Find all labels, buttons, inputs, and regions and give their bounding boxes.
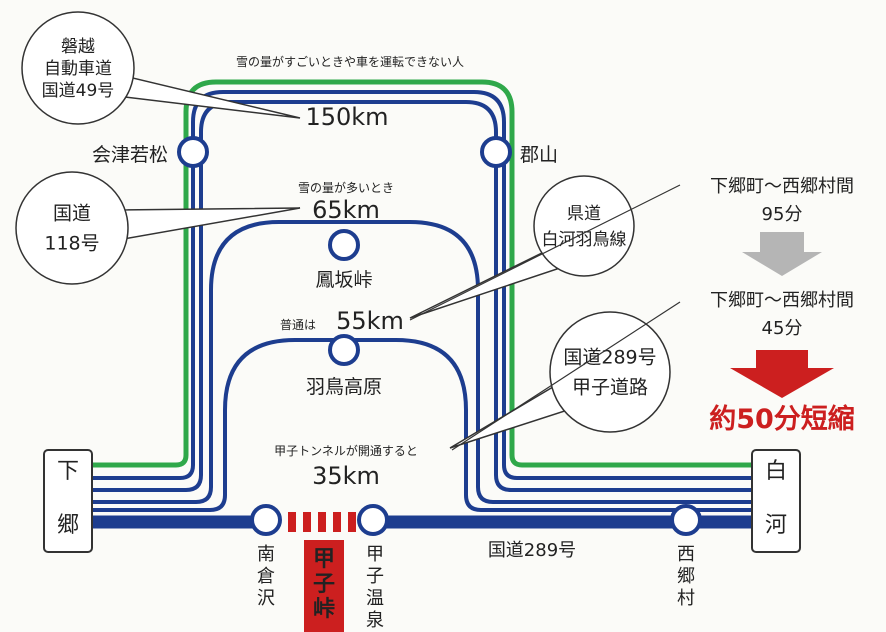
tunnel-label-box bbox=[304, 540, 344, 632]
route-line-150-blue-a bbox=[92, 90, 752, 480]
station-nishigo-label: 西郷村 bbox=[677, 544, 695, 609]
gray-down-arrow bbox=[742, 232, 822, 276]
terminal-left-char-1: 下 bbox=[57, 459, 79, 484]
bubble1-line: 自動車道 bbox=[44, 59, 112, 79]
station-onsen-char: 甲 bbox=[366, 544, 384, 565]
compare-before-label: 下郷町～西郷村間 bbox=[710, 176, 854, 197]
caption-55: 普通は bbox=[280, 318, 316, 332]
station-oosaka-circle bbox=[328, 229, 360, 261]
route-line-150-green bbox=[92, 79, 752, 468]
station-aizu-circle bbox=[177, 136, 209, 168]
station-koriyama-circle bbox=[480, 136, 512, 168]
route-line-65 bbox=[92, 220, 752, 504]
station-nishigo-char: 西 bbox=[677, 544, 695, 565]
tunnel-label-char: 子 bbox=[313, 572, 335, 597]
bubble1-line: 磐越 bbox=[61, 37, 95, 57]
red-down-arrow bbox=[730, 350, 834, 398]
bubble4-line: 甲子道路 bbox=[572, 377, 648, 399]
route-55-label: 55km bbox=[336, 307, 404, 335]
bubble1-line: 国道49号 bbox=[42, 81, 115, 101]
station-nishigo-char: 郷 bbox=[677, 566, 695, 587]
terminal-right-box bbox=[751, 449, 801, 553]
bubble4-line: 国道289号 bbox=[563, 347, 656, 369]
terminal-left-box bbox=[43, 449, 93, 553]
tunnel-label-char: 峠 bbox=[313, 597, 335, 622]
station-minamikura-char: 倉 bbox=[257, 566, 275, 587]
station-minamikura-circle bbox=[250, 504, 282, 536]
pointer-after bbox=[451, 301, 681, 451]
tunnel-label-char: 甲 bbox=[313, 547, 335, 572]
bubble3-line: 白河羽鳥線 bbox=[542, 230, 627, 250]
compare-after-label: 下郷町～西郷村間 bbox=[710, 290, 854, 311]
route-35-label: 35km bbox=[312, 462, 380, 490]
station-minamikura-label: 南倉沢 bbox=[257, 544, 275, 609]
bubble-2 bbox=[15, 171, 129, 285]
route-65-label: 65km bbox=[312, 196, 380, 224]
caption-35: 甲子トンネルが開通すると bbox=[274, 443, 418, 458]
terminal-left-char-2: 郷 bbox=[57, 513, 79, 538]
station-minamikura-char: 南 bbox=[257, 544, 275, 565]
bubble-3-tail bbox=[409, 249, 562, 319]
bubble2-line: 118号 bbox=[44, 233, 99, 255]
station-aizu-label: 会津若松 bbox=[92, 144, 168, 166]
station-nishigo-circle bbox=[670, 504, 702, 536]
station-onsen-char: 子 bbox=[366, 566, 384, 587]
bubble-1 bbox=[21, 11, 135, 125]
bubble3-line: 県道 bbox=[567, 204, 601, 224]
caption-top: 雪の量がすごいときや車を運転できない人 bbox=[236, 54, 464, 69]
pointer-before bbox=[409, 184, 681, 321]
station-nishigo-char: 村 bbox=[677, 588, 695, 609]
station-onsen-char: 泉 bbox=[366, 610, 384, 631]
station-onsen-char: 温 bbox=[366, 588, 384, 609]
compare-result: 約50分短縮 bbox=[709, 403, 855, 435]
station-onsen-circle bbox=[357, 504, 389, 536]
tunnel-label: 甲子峠 bbox=[313, 547, 335, 622]
compare-after-time: 45分 bbox=[762, 318, 803, 339]
road-289-label: 国道289号 bbox=[488, 540, 576, 561]
bubble-2-text: 国道 118号 bbox=[44, 203, 99, 255]
route-150-label: 150km bbox=[305, 103, 388, 131]
station-hashima-circle bbox=[328, 334, 360, 366]
bubble2-line: 国道 bbox=[53, 203, 91, 225]
bubble-4 bbox=[549, 311, 671, 433]
station-oosaka-label: 鳳坂峠 bbox=[315, 269, 372, 291]
bubble-3 bbox=[533, 175, 635, 277]
station-minamikura-char: 沢 bbox=[257, 588, 275, 609]
tunnel-dashes bbox=[288, 512, 356, 532]
compare-before-time: 95分 bbox=[762, 204, 803, 225]
terminal-right-char-1: 白 bbox=[765, 459, 787, 484]
station-hashima-label: 羽鳥高原 bbox=[306, 376, 382, 398]
terminal-right-char-2: 河 bbox=[765, 513, 787, 538]
route-line-150-blue-b bbox=[92, 100, 752, 492]
station-koriyama-label: 郡山 bbox=[520, 144, 558, 166]
caption-65: 雪の量が多いとき bbox=[298, 180, 394, 195]
